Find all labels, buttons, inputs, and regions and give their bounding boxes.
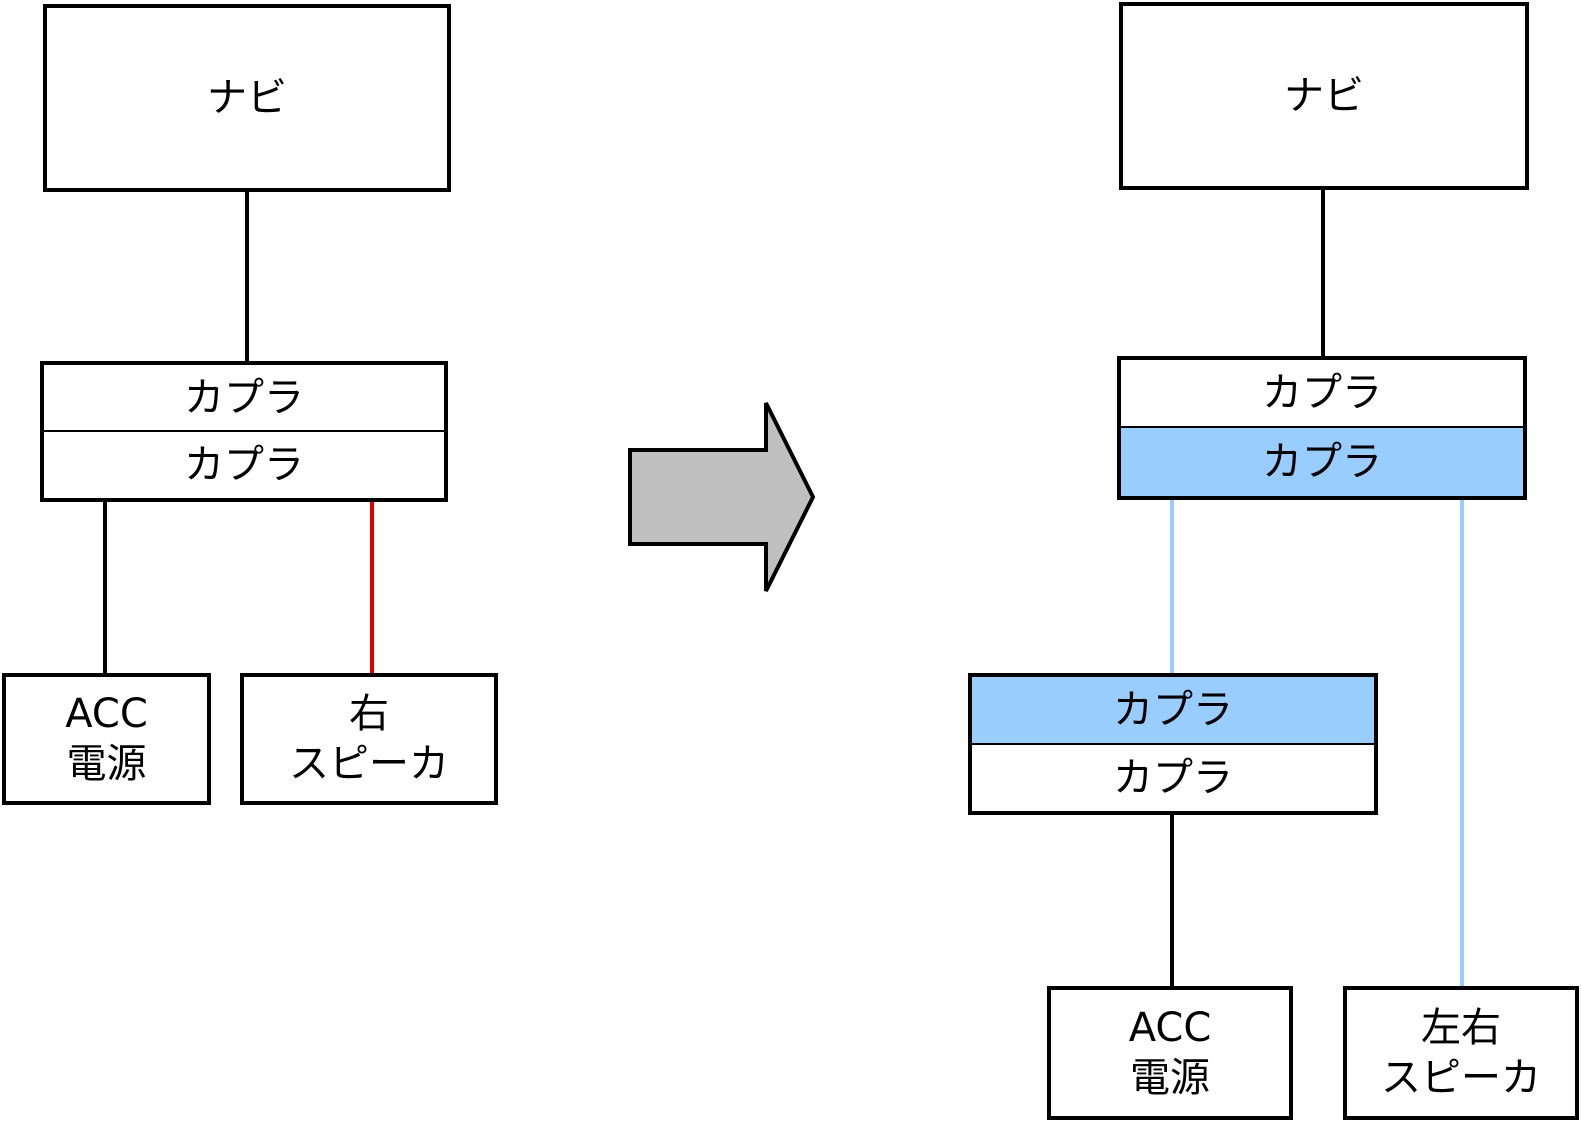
navi-box-after: ナビ [1119, 2, 1529, 190]
acc-label-line1-before: ACC [65, 691, 148, 737]
navi-label-after: ナビ [1284, 73, 1364, 119]
coupler-top-before: カプラ [40, 361, 448, 432]
branch-coupler-after: カプラ [968, 743, 1378, 815]
acc-power-box-after: ACC 電源 [1047, 986, 1293, 1120]
navi-box-before: ナビ [43, 4, 451, 192]
coupler-bottom-new-after: カプラ [1117, 426, 1527, 500]
acc-label-line2-before: 電源 [66, 741, 147, 787]
acc-power-box-before: ACC 電源 [2, 673, 211, 805]
coupler-top-label-before: カプラ [184, 374, 304, 421]
branch-coupler-label-after: カプラ [1113, 755, 1233, 801]
acc-label-line2-after: 電源 [1130, 1055, 1210, 1101]
coupler-bottom-new-label-after: カプラ [1262, 439, 1382, 485]
branch-coupler-new-label-after: カプラ [1113, 687, 1233, 733]
acc-label-line1-after: ACC [1128, 1005, 1212, 1051]
coupler-bottom-label-before: カプラ [184, 442, 304, 488]
speaker-label-line2-before: スピーカ [289, 741, 449, 787]
navi-label-before: ナビ [207, 75, 287, 121]
speaker-box-after: 左右 スピーカ [1343, 986, 1579, 1120]
branch-coupler-new-after: カプラ [968, 673, 1378, 745]
coupler-top-after: カプラ [1117, 356, 1527, 428]
coupler-bottom-before: カプラ [40, 430, 448, 502]
speaker-box-before: 右 スピーカ [240, 673, 498, 805]
coupler-top-label-after: カプラ [1262, 370, 1382, 416]
speaker-label-line1-before: 右 [349, 691, 389, 737]
speaker-label-line2-after: スピーカ [1381, 1055, 1541, 1101]
right-arrow-icon [628, 402, 816, 592]
speaker-label-line1-after: 左右 [1421, 1005, 1501, 1051]
